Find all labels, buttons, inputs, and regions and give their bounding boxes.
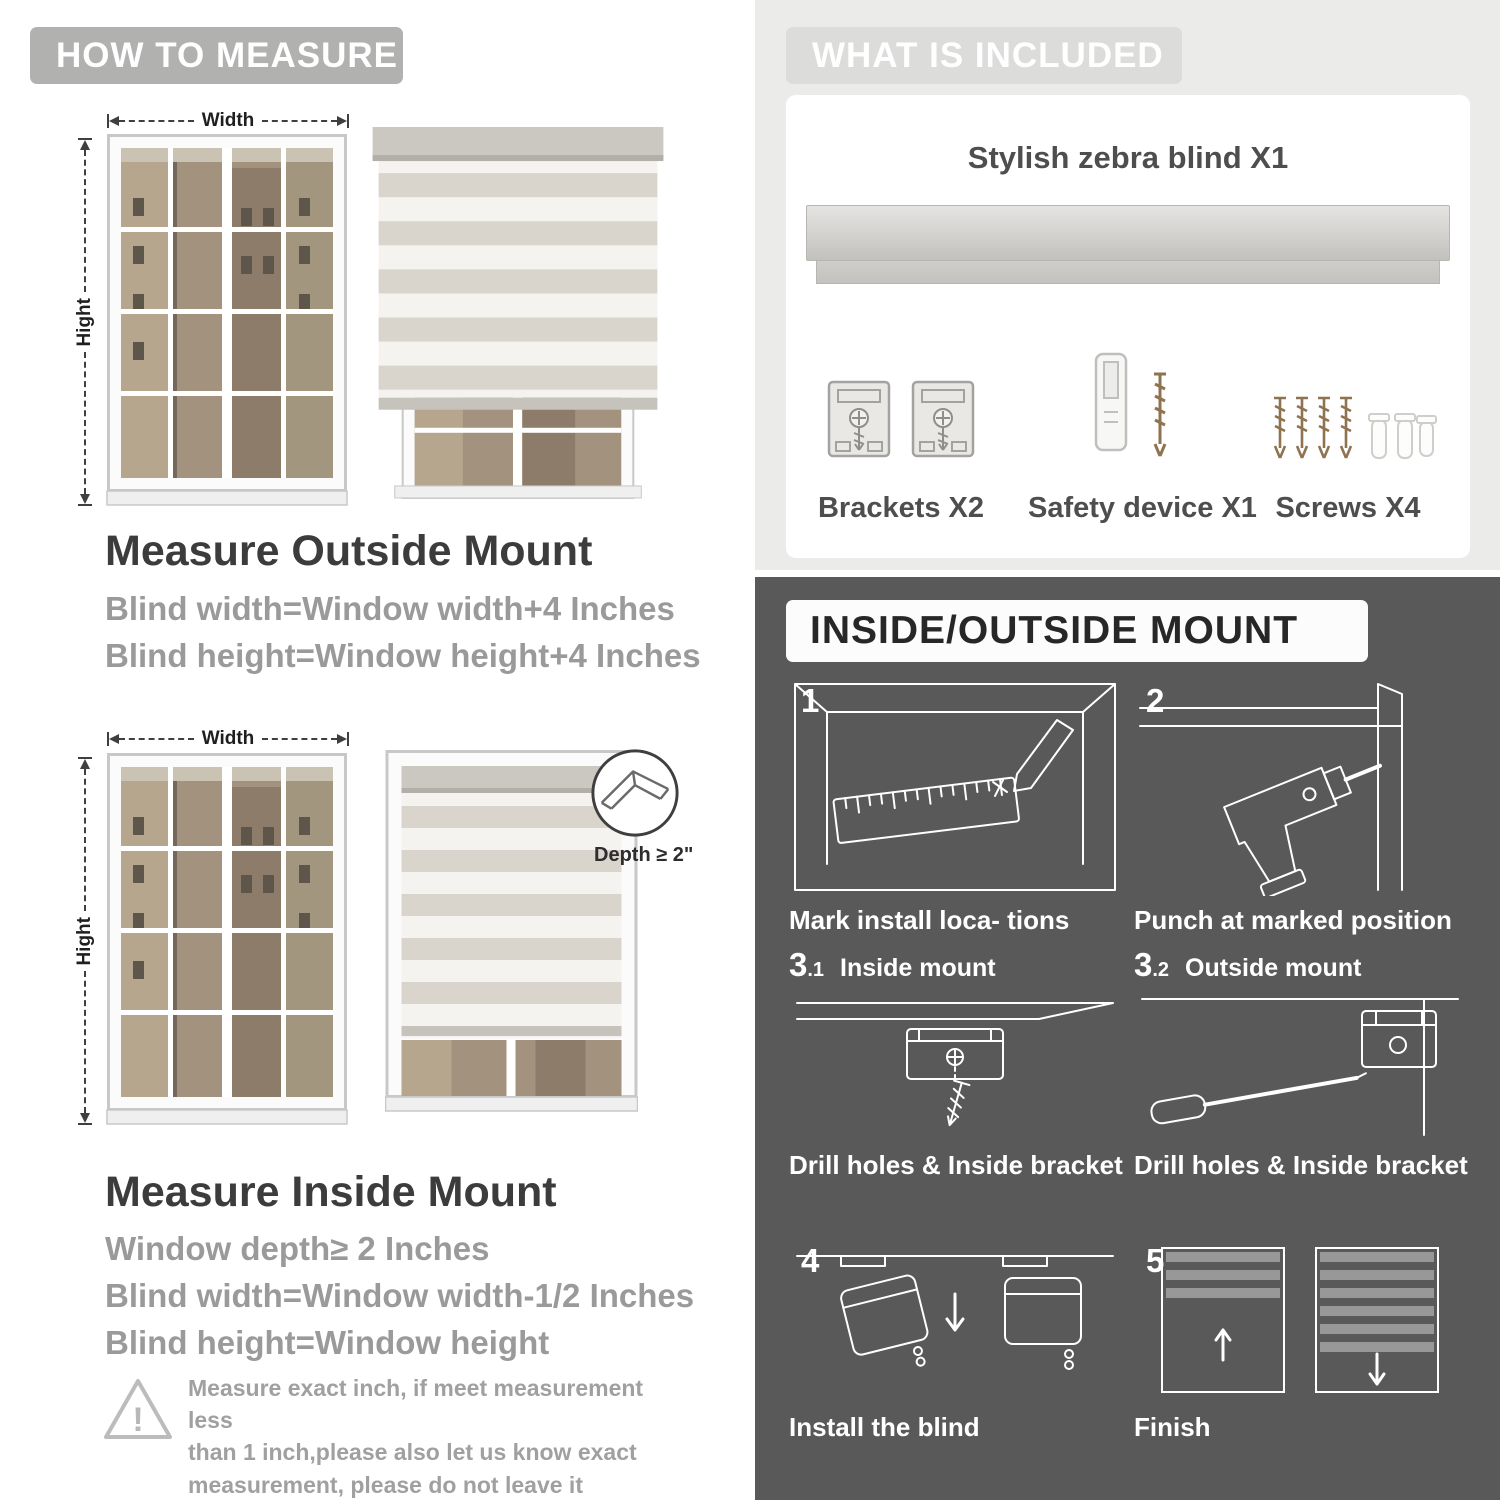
- height-label: Hight: [74, 916, 95, 966]
- headrail-lip: [816, 261, 1440, 284]
- arrow-right-icon: [337, 734, 347, 744]
- safety-device-label: Safety device X1: [1028, 492, 1257, 524]
- step-3-2-caption: Drill holes & Inside bracket: [1134, 1150, 1468, 1180]
- inside-mount-title: Measure Inside Mount: [105, 1168, 557, 1216]
- how-to-measure-title: HOW TO MEASURE: [56, 35, 398, 75]
- arrow-tick: [78, 757, 92, 759]
- warning-mark: !: [132, 1401, 144, 1439]
- step-3-1-title: Inside mount: [840, 954, 996, 982]
- measure-note: Measure exact inch, if meet measurement …: [188, 1375, 644, 1498]
- zebra-blind-label: Stylish zebra blind X1: [967, 140, 1289, 175]
- zebra-blind-illustration-outside: [372, 127, 664, 513]
- window-illustration-outside: [106, 134, 348, 506]
- step-3-1-header: 3 .1 Inside mount: [789, 948, 996, 983]
- how-to-measure-badge: HOW TO MEASURE: [30, 27, 403, 84]
- step-4-caption: Install the blind: [789, 1412, 980, 1442]
- what-is-included-title: WHAT IS INCLUDED: [812, 35, 1164, 75]
- arrow-up-icon: [80, 140, 90, 150]
- arrow-tick: [347, 732, 349, 746]
- step-5-caption: Finish: [1134, 1412, 1211, 1442]
- inside-mount-line-1: Window depth≥ 2 Inches: [105, 1230, 490, 1267]
- safety-device-icon: [1082, 352, 1192, 470]
- arrow-dash: [84, 352, 86, 495]
- step-3-2-title: Outside mount: [1185, 954, 1362, 982]
- inside-outside-mount-badge: INSIDE/OUTSIDE MOUNT: [786, 600, 1368, 662]
- window-illustration-inside: [106, 753, 348, 1125]
- step-1-illustration: [789, 678, 1121, 896]
- inside-mount-line-3: Blind height=Window height: [105, 1324, 550, 1361]
- arrow-left-icon: [109, 734, 119, 744]
- step-3-1-number: 3: [789, 946, 808, 983]
- arrow-dash: [84, 150, 86, 292]
- height-arrow-inside: Hight: [74, 757, 96, 1126]
- arrow-dash: [84, 971, 86, 1114]
- screws-label: Screws X4: [1275, 492, 1421, 524]
- width-label: Width: [201, 110, 255, 131]
- headrail-main: [806, 205, 1450, 261]
- outside-mount-line-1: Blind width=Window width+4 Inches: [105, 590, 675, 627]
- arrow-tick: [107, 732, 109, 746]
- brackets-label: Brackets X2: [817, 492, 985, 524]
- depth-label: Depth ≥ 2": [594, 844, 694, 866]
- step-5-number: 5: [1146, 1242, 1165, 1279]
- step-4-number: 4: [801, 1242, 820, 1279]
- width-label: Width: [201, 728, 255, 749]
- step-2-caption: Punch at marked position: [1134, 905, 1452, 935]
- step-3-2-number: 3: [1134, 946, 1153, 983]
- height-label: Hight: [74, 297, 95, 347]
- step-2-number: 2: [1146, 682, 1165, 719]
- screws-icon: [1268, 392, 1438, 472]
- step-3-1-caption: Drill holes & Inside bracket: [789, 1150, 1123, 1180]
- arrow-dash: [119, 738, 194, 740]
- arrow-dash: [84, 769, 86, 911]
- step-3-1-sub: .1: [807, 959, 825, 981]
- arrow-dash: [262, 738, 337, 740]
- step-3-2-header: 3 .2 Outside mount: [1134, 948, 1361, 983]
- step-1-caption: Mark install loca- tions: [789, 905, 1070, 935]
- arrow-tick: [347, 114, 349, 128]
- step-3-2-illustration: [1134, 985, 1466, 1143]
- arrow-dash: [262, 120, 337, 122]
- step-2-illustration: [1134, 678, 1466, 896]
- outside-mount-title: Measure Outside Mount: [105, 527, 593, 575]
- arrow-tick: [78, 138, 92, 140]
- arrow-left-icon: [109, 116, 119, 126]
- step-3-2-sub: .2: [1152, 959, 1170, 981]
- arrow-tick: [107, 114, 109, 128]
- arrow-down-icon: [80, 1113, 90, 1124]
- what-is-included-badge: WHAT IS INCLUDED: [786, 27, 1182, 84]
- step-4-illustration: [789, 1238, 1121, 1406]
- included-card: [786, 95, 1470, 558]
- width-arrow-inside: Width: [107, 728, 349, 750]
- outside-mount-line-2: Blind height=Window height+4 Inches: [105, 637, 701, 674]
- step-5-illustration: [1134, 1238, 1466, 1406]
- arrow-tick: [78, 1123, 92, 1126]
- warning-icon: !: [100, 1375, 176, 1443]
- arrow-down-icon: [80, 494, 90, 505]
- width-arrow-outside: Width: [107, 110, 349, 132]
- arrow-right-icon: [337, 116, 347, 126]
- inside-outside-mount-title: INSIDE/OUTSIDE MOUNT: [810, 609, 1299, 652]
- arrow-dash: [119, 120, 194, 122]
- inside-mount-line-2: Blind width=Window width-1/2 Inches: [105, 1277, 695, 1314]
- height-arrow-outside: Hight: [74, 138, 96, 507]
- depth-detail-icon: [588, 746, 682, 840]
- headrail-graphic: [806, 205, 1450, 284]
- step-3-1-illustration: [789, 985, 1121, 1143]
- brackets-icon: [826, 378, 976, 473]
- arrow-up-icon: [80, 759, 90, 769]
- step-1-number: 1: [801, 682, 820, 719]
- arrow-tick: [78, 504, 92, 507]
